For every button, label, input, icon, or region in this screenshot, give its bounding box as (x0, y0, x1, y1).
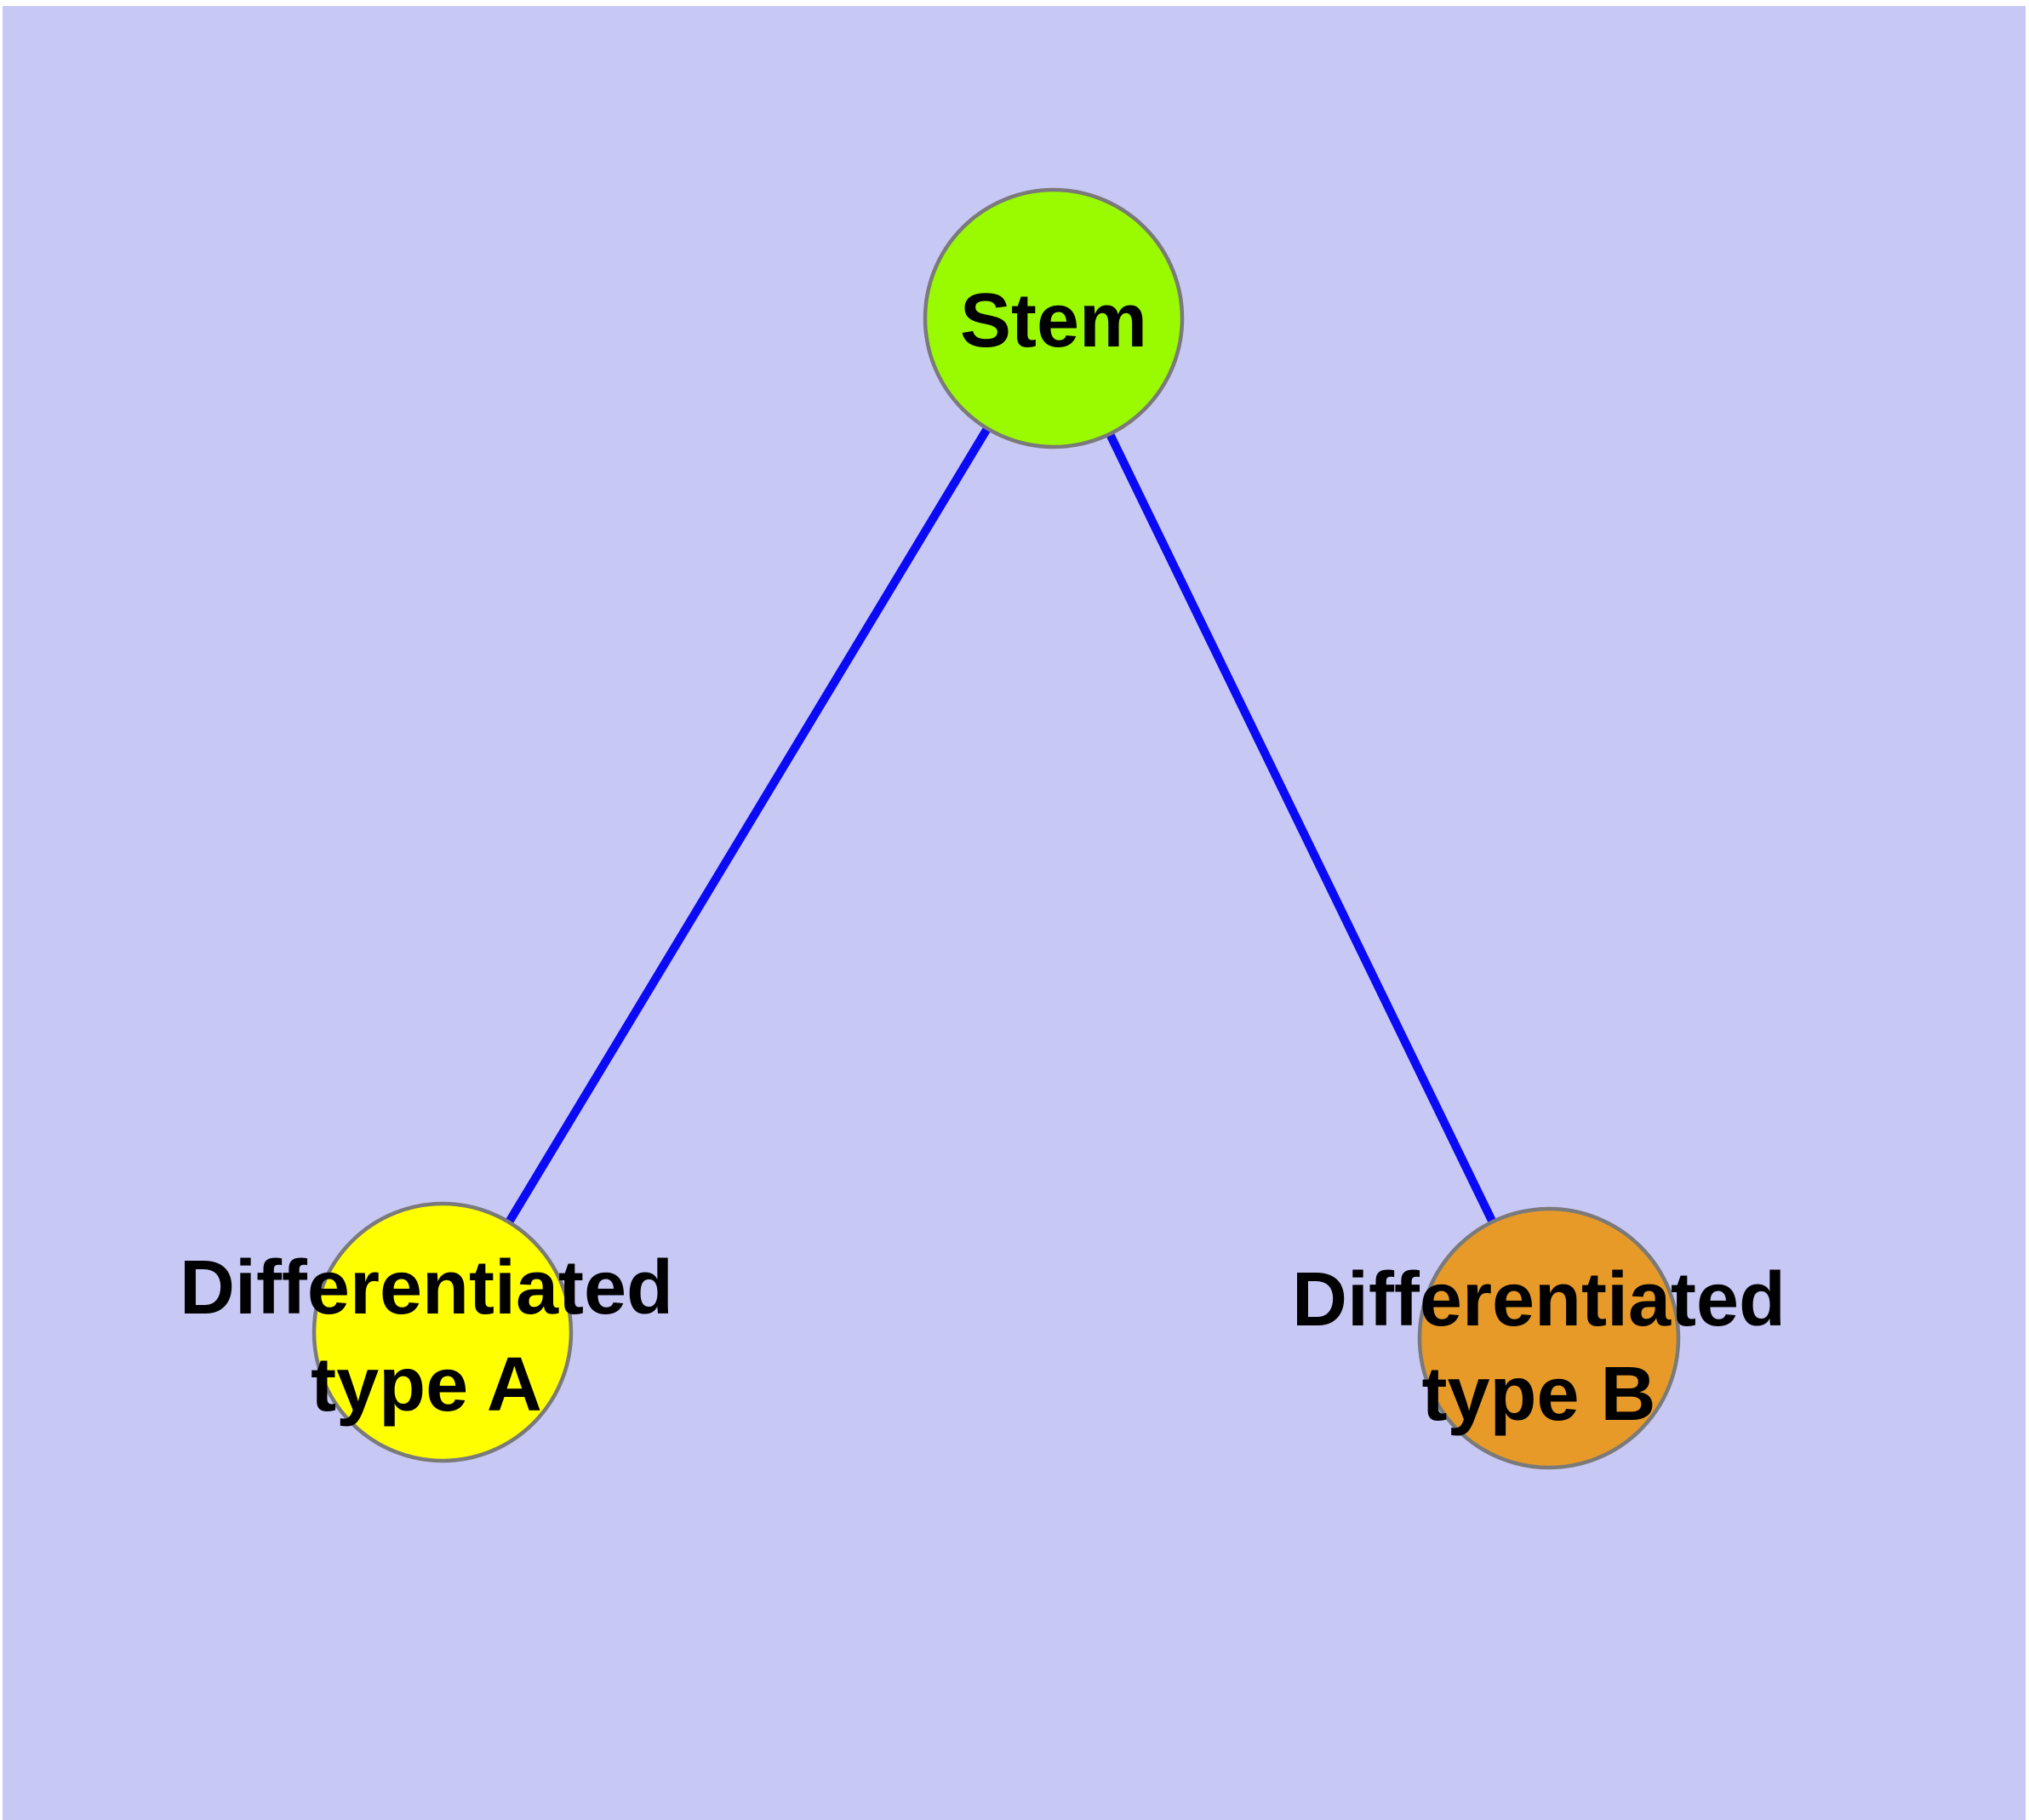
edge-group (438, 316, 1553, 1341)
node-type-a-label-line1: Differentiated (180, 1245, 673, 1331)
node-differentiated-type-a (311, 1201, 574, 1463)
node-group (311, 187, 1681, 1470)
node-stem (923, 187, 1185, 449)
node-differentiated-type-b (1417, 1206, 1681, 1470)
label-group: Stem Differentiated type A Differentiate… (180, 278, 1786, 1437)
node-type-b-label-line2: type B (1421, 1352, 1655, 1437)
edge-stem-to-type-a (438, 316, 1058, 1335)
node-stem-label: Stem (960, 278, 1147, 363)
node-type-a-label-line2: type A (311, 1342, 542, 1428)
edge-stem-to-type-b (1049, 316, 1553, 1341)
node-type-b-label-line1: Differentiated (1292, 1257, 1786, 1342)
